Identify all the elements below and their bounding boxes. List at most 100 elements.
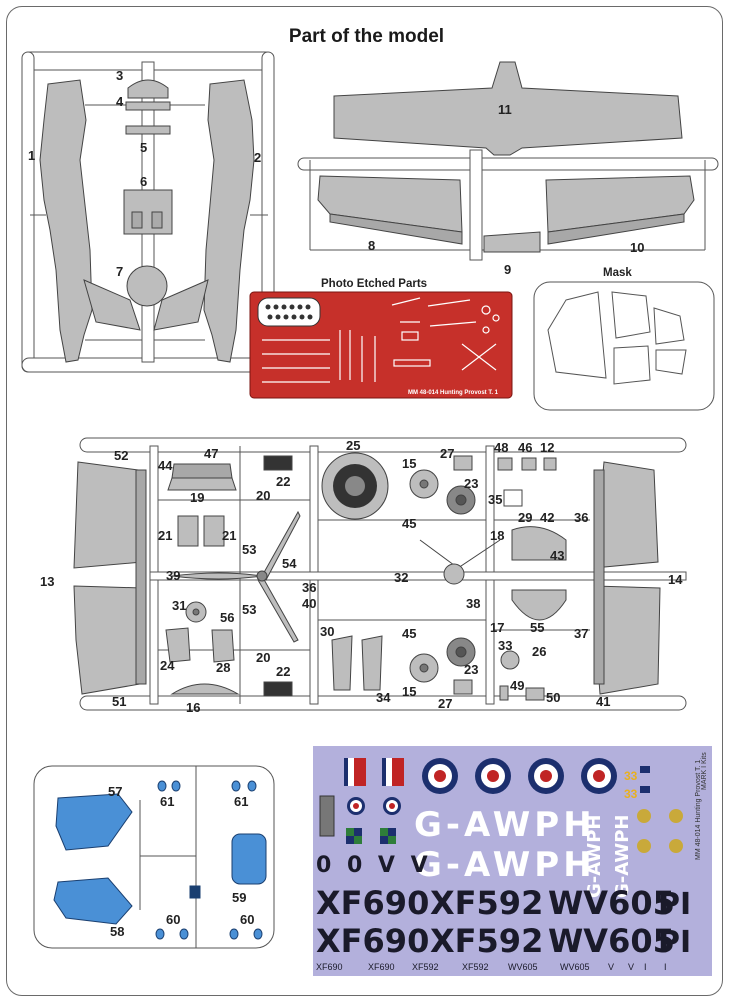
propeller-part-39 — [171, 510, 301, 643]
part-number: 8 — [368, 238, 375, 253]
part-number: 49 — [510, 678, 524, 693]
part-number: 24 — [160, 658, 175, 673]
part-number: 5 — [140, 140, 147, 155]
part-number: 45 — [402, 516, 416, 531]
fin-flashes — [344, 758, 404, 786]
reg-vertical-1: G-AWPH — [584, 815, 605, 898]
small-parts-a — [123, 79, 173, 307]
serial-xf592-2: XF592 — [430, 922, 543, 960]
part-number: 2 — [254, 150, 261, 165]
reg-g-awph-1: G-AWPH — [414, 805, 596, 845]
wing-lower-right-part — [545, 175, 695, 245]
photo-etched-fret: MM 48-014 Hunting Provost T. 1 — [249, 291, 513, 399]
squadron-badges — [637, 766, 683, 853]
part-number: 39 — [166, 568, 180, 583]
part-number: 23 — [464, 476, 478, 491]
small-serial-3: XF592 — [412, 962, 439, 972]
small-serial-7: V — [608, 962, 614, 972]
part-number: 31 — [172, 598, 186, 613]
small-serial-6: WV605 — [560, 962, 590, 972]
part-number: 30 — [320, 624, 334, 639]
part-number: 53 — [242, 602, 256, 617]
part-numbers: 1 2 3 4 5 6 7 11 8 9 10 52 44 47 19 20 2… — [28, 68, 683, 939]
tailplane-left-part — [73, 461, 147, 695]
part-number: 57 — [108, 784, 122, 799]
part-number: 53 — [242, 542, 256, 557]
serial-wv605-2: WV605 — [548, 922, 675, 960]
part-number: 35 — [488, 492, 502, 507]
part-number: 43 — [550, 548, 564, 563]
tail-part-9 — [483, 231, 541, 253]
letters-pi-2: PI — [658, 925, 691, 960]
part-number: 27 — [438, 696, 452, 711]
part-number: 50 — [546, 690, 560, 705]
page-title: Part of the model — [288, 26, 445, 47]
part-number: 10 — [630, 240, 644, 255]
part-number: 41 — [596, 694, 610, 709]
small-serial-4: XF592 — [462, 962, 489, 972]
part-number: 7 — [116, 264, 123, 279]
serial-xf690-2: XF690 — [316, 922, 429, 960]
part-number: 36 — [574, 510, 588, 525]
small-serial-2: XF690 — [368, 962, 395, 972]
part-number: 6 — [140, 174, 147, 189]
part-number: 26 — [532, 644, 546, 659]
wing-top-part — [333, 61, 683, 156]
part-number: 15 — [402, 684, 416, 699]
small-serial-5: WV605 — [508, 962, 538, 972]
letters-00vv: 0 0 V V — [316, 853, 432, 878]
part-number: 52 — [114, 448, 128, 463]
small-serial-8: V — [628, 962, 634, 972]
part-number: 20 — [256, 650, 270, 665]
roundels — [347, 758, 617, 815]
decal-brand: MARK I Kits — [701, 752, 708, 790]
part-number: 34 — [376, 690, 391, 705]
part-number: 45 — [402, 626, 416, 641]
part-number: 13 — [40, 574, 54, 589]
serial-xf690-1: XF690 — [316, 884, 429, 922]
canopy-parts — [53, 780, 267, 940]
part-number: 42 — [540, 510, 554, 525]
misc-parts-b — [165, 455, 567, 701]
small-serial-9: I — [644, 962, 647, 972]
reg-vertical-2: G-AWPH — [612, 815, 633, 898]
tailplane-right-part — [593, 461, 661, 695]
yellow-33-b: 33 — [624, 787, 638, 801]
small-serial-1: XF690 — [316, 962, 343, 972]
squares — [346, 828, 396, 844]
part-number: 28 — [216, 660, 230, 675]
letters-pi-1: PI — [658, 887, 691, 922]
part-number: 4 — [116, 94, 124, 109]
part-number: 18 — [490, 528, 504, 543]
pe-fret-label: MM 48-014 Hunting Provost T. 1 — [408, 390, 499, 396]
decal-side-label: MM 48-014 Hunting Provost T. 1 — [695, 760, 702, 860]
canopy-mask — [533, 281, 715, 411]
part-number: 16 — [186, 700, 200, 715]
serial-wv605-1: WV605 — [548, 884, 675, 922]
yellow-33-a: 33 — [624, 769, 638, 783]
part-number: 17 — [490, 620, 504, 635]
sprue-b-frame — [79, 437, 687, 711]
part-number: 27 — [440, 446, 454, 461]
part-number: 59 — [232, 890, 246, 905]
part-number: 46 — [518, 440, 532, 455]
part-number: 58 — [110, 924, 124, 939]
wheels — [185, 469, 520, 683]
mask-label: Mask — [603, 267, 632, 279]
part-number: 55 — [530, 620, 544, 635]
part-number: 61 — [160, 794, 174, 809]
part-number: 54 — [282, 556, 297, 571]
fuselage-left-part — [39, 79, 141, 363]
part-number: 15 — [402, 456, 416, 471]
part-number: 3 — [116, 68, 123, 83]
part-number: 48 — [494, 440, 508, 455]
decal-sheet: 33 33 G-AWPH G-AWPH G-AWPH G-AWPH 0 0 V … — [313, 746, 712, 976]
part-number: 22 — [276, 664, 290, 679]
part-number: 29 — [518, 510, 532, 525]
reg-g-awph-2: G-AWPH — [414, 845, 596, 885]
part-number: 21 — [222, 528, 236, 543]
part-number: 22 — [276, 474, 290, 489]
part-number: 40 — [302, 596, 316, 611]
serial-xf592-1: XF592 — [430, 884, 543, 922]
